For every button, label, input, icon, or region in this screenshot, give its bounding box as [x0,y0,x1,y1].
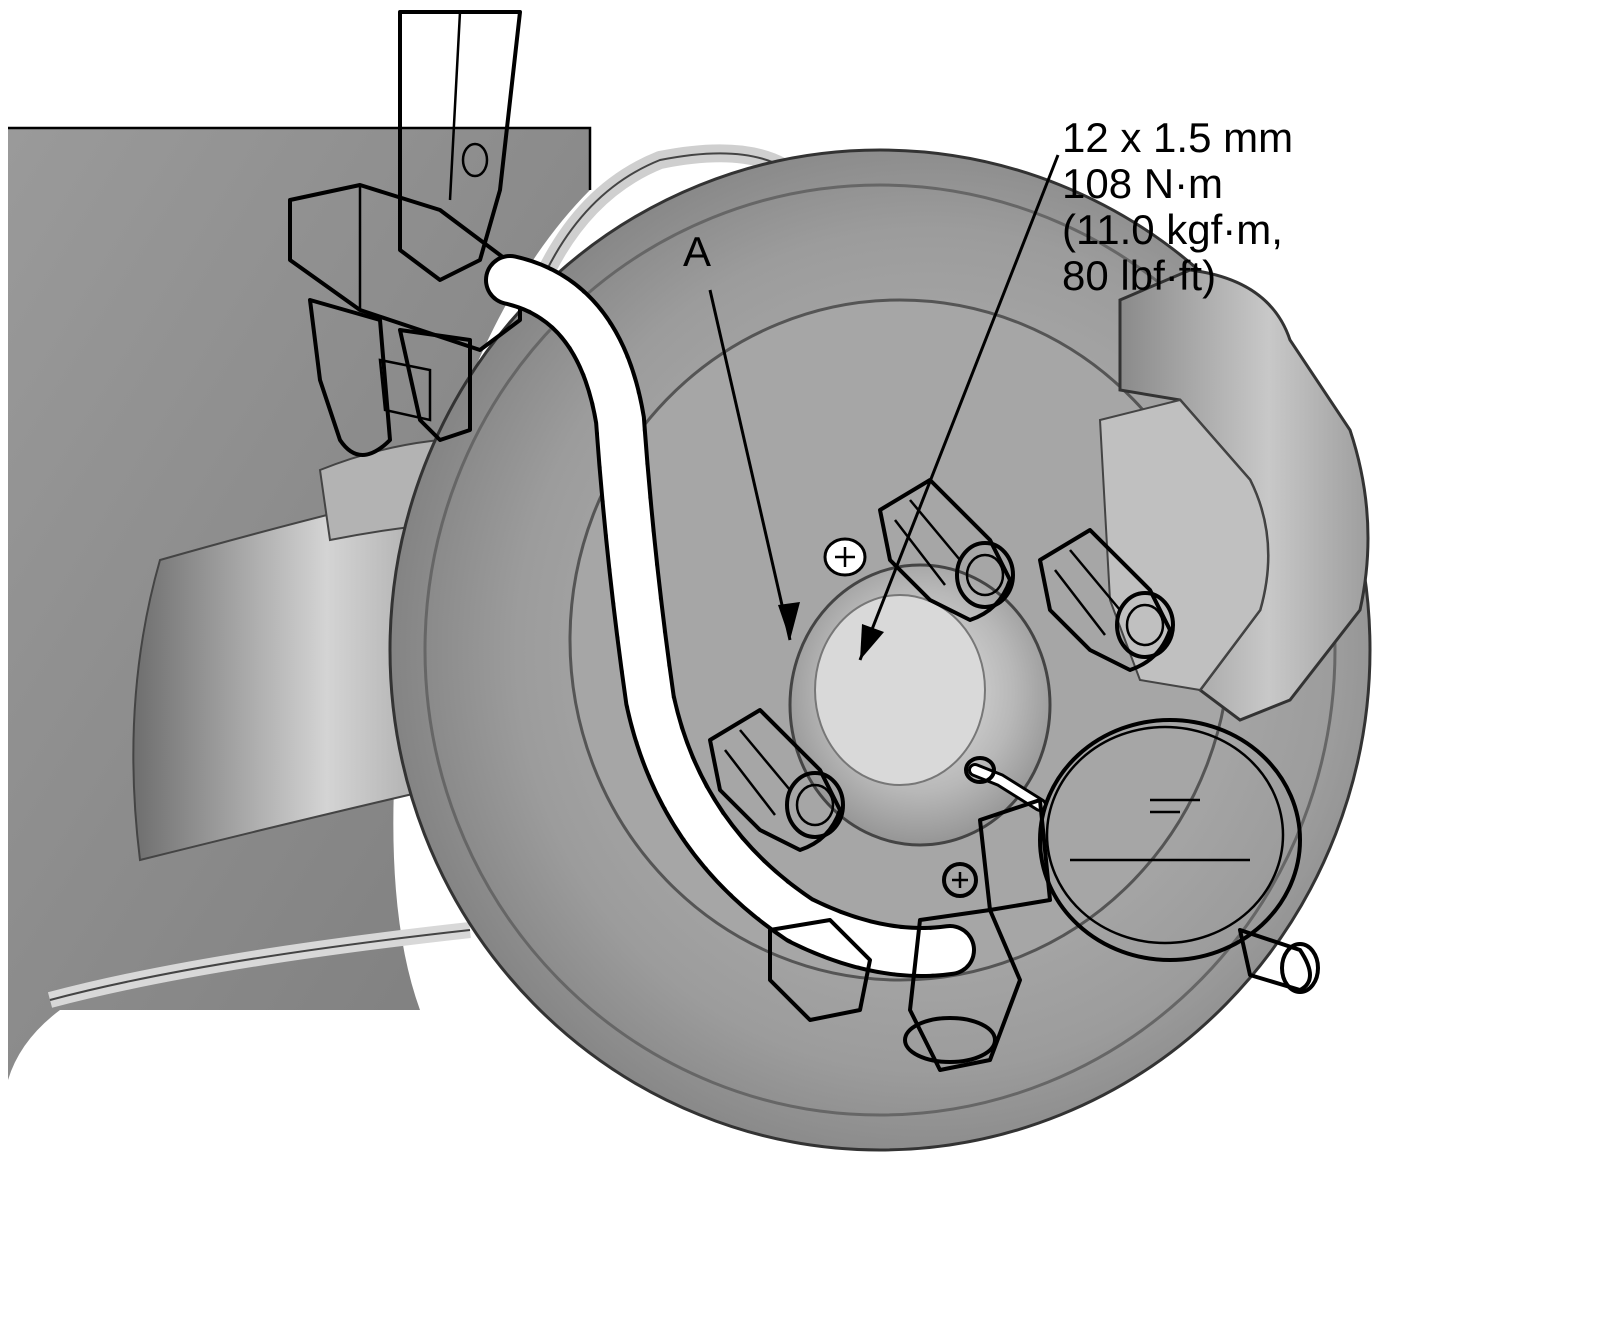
wheel-nut [878,478,1015,622]
wheel-nut [1038,528,1175,672]
callout-torque-lbfft: 80 lbf·ft) [1062,252,1216,299]
callout-bolt-size: 12 x 1.5 mm [1062,114,1293,161]
callout-torque-nm: 108 N·m [1062,160,1223,207]
rotor-screw-icon [823,537,867,577]
brake-caliper [1098,268,1370,722]
callout-leader-a [708,289,800,641]
indicator-clamp [288,10,522,457]
wheel-nut [708,708,845,852]
callout-leader-bolt [858,154,1060,661]
dial-indicator [964,718,1320,994]
callout-torque-kgfm: (11.0 kgf·m, [1062,206,1283,253]
hub-cap [788,563,1052,847]
flexible-arm [484,254,976,978]
callout-label-a: A [683,228,711,275]
